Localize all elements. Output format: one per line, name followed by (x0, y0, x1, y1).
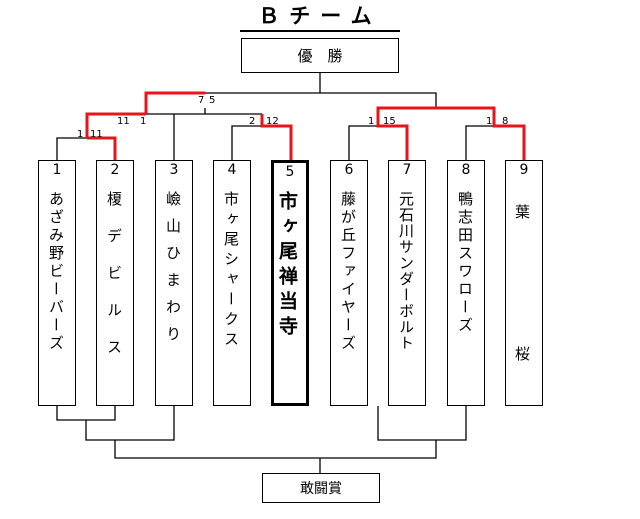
m3-left-branch (231, 125, 262, 160)
score-m6-left: 1 (486, 116, 493, 127)
winner-path-m2 (85, 112, 146, 138)
score-m1-right: 11 (90, 129, 103, 140)
champion-label: 優 勝 (297, 47, 343, 65)
team-number: 8 (461, 162, 471, 178)
team-number: 6 (344, 162, 354, 178)
team-name: 鴨志田スワローズ (456, 191, 474, 335)
score-m6-right: 8 (502, 116, 509, 127)
score-m3-right: 12 (266, 116, 279, 127)
m1-left-branch (56, 137, 87, 160)
team-name: 葉 桜 (506, 193, 542, 373)
page-title: Ｂチーム (240, 4, 400, 32)
left-semi-bracket-right (146, 108, 262, 115)
bottom-left-bracket (56, 406, 116, 421)
score-m3-left: 2 (249, 116, 256, 127)
score-m1-left: 1 (77, 129, 84, 140)
team-box-winner: 5 市ヶ尾禅当寺 (271, 160, 309, 406)
bottom-left-join (85, 406, 175, 441)
team-box: 9 葉 桜 (505, 160, 543, 406)
team-box: 3 嶮山ひまわり (155, 160, 193, 406)
team-number: 7 (402, 162, 412, 178)
winner-path-m1 (87, 136, 117, 160)
team-number: 4 (227, 162, 237, 178)
team-box: 8 鴨志田スワローズ (447, 160, 485, 406)
score-m2-left: 11 (117, 116, 130, 127)
winner-path-m3 (260, 114, 293, 160)
bottom-right-bracket (377, 406, 467, 441)
team-number: 1 (52, 162, 62, 178)
team-box: 4 市ヶ尾シャークス (213, 160, 251, 406)
score-m2-right: 1 (140, 116, 147, 127)
team-name-top: 葉 (514, 203, 533, 221)
bottom-center-bracket (114, 440, 437, 459)
final-bracket-right (205, 92, 437, 108)
score-m4-left: 7 (198, 95, 205, 106)
team-number: 9 (519, 162, 529, 178)
team-number: 3 (169, 162, 179, 178)
team-name: 市ヶ尾禅当寺 (276, 191, 298, 341)
champion-box: 優 勝 (241, 38, 399, 73)
score-m4-right: 5 (209, 95, 216, 106)
winner-path-m5 (376, 106, 436, 160)
team-box: 2 榎デビルス (96, 160, 134, 406)
team-box: 1 あざみ野ビーバーズ (38, 160, 76, 406)
m5-left-branch (348, 125, 378, 160)
winner-path-m6 (436, 106, 526, 160)
team-name: 嶮山ひまわり (164, 191, 182, 353)
team-name-bottom: 桜 (514, 345, 533, 363)
score-m5-right: 15 (383, 116, 396, 127)
winner-path-m4 (144, 91, 205, 114)
m6-left-branch (465, 125, 494, 160)
team-name: 元石川サンダーボルト (397, 191, 415, 351)
team-box: 6 藤が丘ファイヤーズ (330, 160, 368, 406)
team-name: 市ヶ尾シャークス (222, 191, 240, 351)
team-name: あざみ野ビーバーズ (47, 191, 65, 353)
team-number: 5 (285, 164, 295, 180)
team-number: 2 (110, 162, 120, 178)
team-name: 榎デビルス (105, 191, 123, 376)
consolation-label: 敢闘賞 (300, 481, 342, 497)
consolation-box: 敢闘賞 (262, 473, 380, 503)
team-box: 7 元石川サンダーボルト (388, 160, 426, 406)
team-name: 藤が丘ファイヤーズ (339, 191, 357, 353)
score-m5-left: 1 (368, 116, 375, 127)
